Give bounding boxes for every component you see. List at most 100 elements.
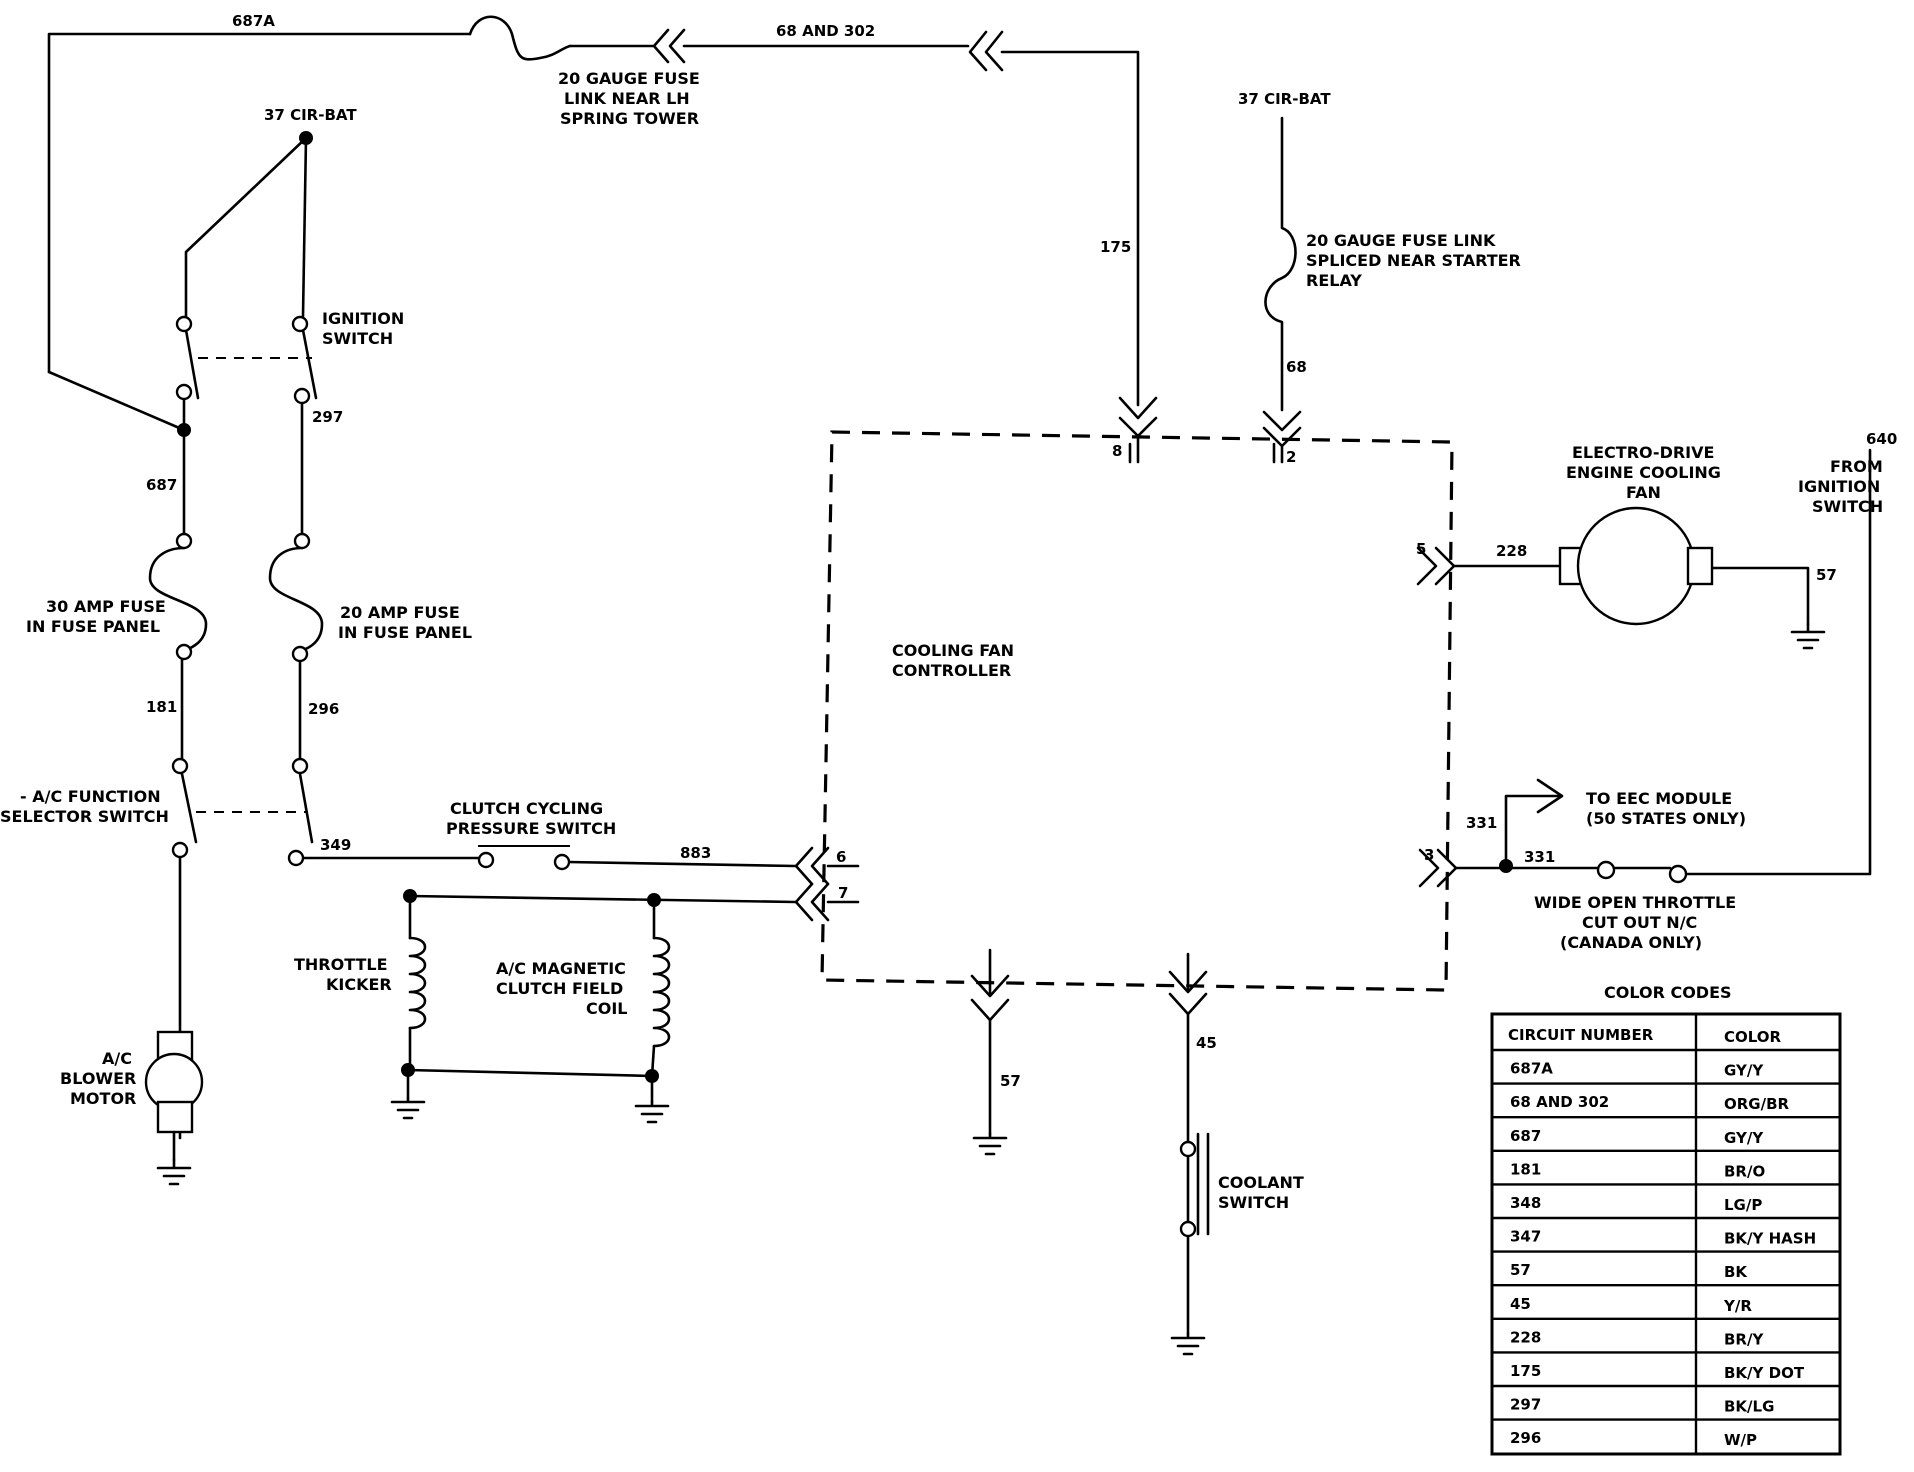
connector-687a bbox=[652, 28, 686, 64]
color-table-circuit-cell: 687A bbox=[1510, 1060, 1553, 1078]
wire-label-45: 45 bbox=[1196, 1034, 1217, 1052]
fuse20-terminal-top bbox=[293, 532, 311, 550]
wire-57-fan bbox=[1706, 566, 1810, 626]
ignition-terminal-3 bbox=[175, 383, 193, 401]
wire-label-640: 640 bbox=[1866, 430, 1897, 448]
eec-label-2: (50 STATES ONLY) bbox=[1586, 809, 1746, 828]
wire-bat-to-sw2 bbox=[301, 136, 308, 318]
ignition-switch-blade-1 bbox=[184, 328, 200, 400]
wire-175 bbox=[1000, 50, 1140, 407]
wire-label-175: 175 bbox=[1100, 238, 1131, 256]
blower-motor-label-1: A/C bbox=[102, 1049, 132, 1068]
fan-motor-cap-right bbox=[1686, 546, 1714, 586]
color-table-circuit-cell: 687 bbox=[1510, 1127, 1541, 1145]
coolant-switch-terminal-2 bbox=[1179, 1220, 1197, 1238]
ac-selector-label-1: - A/C FUNCTION bbox=[20, 787, 161, 806]
fuse-link-starter-label-3: RELAY bbox=[1306, 271, 1362, 290]
fuse20-label-2: IN FUSE PANEL bbox=[338, 623, 472, 642]
ignition-terminal-1 bbox=[175, 315, 193, 333]
ground-symbols bbox=[156, 622, 1826, 1356]
color-table-color-cell: BK/LG bbox=[1724, 1398, 1774, 1416]
controller-label-1: COOLING FAN bbox=[892, 641, 1014, 660]
color-table-color-cell: BK/Y DOT bbox=[1724, 1364, 1805, 1382]
color-table-circuit-cell: 175 bbox=[1510, 1362, 1541, 1380]
color-table-color-cell: ORG/BR bbox=[1724, 1095, 1790, 1113]
fuse30-terminal-top bbox=[175, 532, 193, 550]
selector-terminal-2 bbox=[291, 757, 309, 775]
wire-label-687a: 687A bbox=[232, 12, 275, 30]
wire-label-228: 228 bbox=[1496, 542, 1527, 560]
throttle-kicker-label-1: THROTTLE bbox=[294, 955, 388, 974]
color-table-color-cell: LG/P bbox=[1724, 1196, 1762, 1214]
color-table-circuit-cell: 45 bbox=[1510, 1295, 1531, 1313]
coolant-switch-contacts bbox=[1196, 1132, 1210, 1236]
controller-top-pins bbox=[1128, 442, 1276, 464]
selector-terminal-3 bbox=[171, 841, 189, 859]
ground-icon bbox=[634, 1100, 670, 1124]
pin-label-5: 5 bbox=[1416, 540, 1426, 558]
terminals bbox=[171, 315, 1688, 1238]
wot-label-1: WIDE OPEN THROTTLE bbox=[1534, 893, 1736, 912]
ac-coil-label-1: A/C MAGNETIC bbox=[496, 959, 626, 978]
wire-68-fuse-link bbox=[1264, 116, 1297, 412]
cir-bat-right-label: 37 CIR-BAT bbox=[1238, 90, 1331, 108]
coolant-switch-label-2: SWITCH bbox=[1218, 1193, 1289, 1212]
color-table-circuit-cell: 347 bbox=[1510, 1228, 1541, 1246]
connector-68-302 bbox=[968, 30, 1004, 72]
ignition-terminal-2 bbox=[291, 315, 309, 333]
wire-label-57-fan: 57 bbox=[1816, 566, 1837, 584]
wire-label-181: 181 bbox=[146, 698, 177, 716]
color-table-color-cell: W/P bbox=[1724, 1431, 1757, 1449]
fuse-link-starter-label-1: 20 GAUGE FUSE LINK bbox=[1306, 231, 1496, 250]
wire-label-296: 296 bbox=[308, 700, 339, 718]
pin-label-3: 3 bbox=[1424, 846, 1434, 864]
color-table-circuit-cell: 57 bbox=[1510, 1261, 1531, 1279]
wot-terminal-2 bbox=[1668, 864, 1688, 884]
wire-bat-to-sw1 bbox=[184, 136, 308, 318]
fuse30-label-2: IN FUSE PANEL bbox=[26, 617, 160, 636]
fuse30-terminal-bottom bbox=[175, 643, 193, 661]
color-table-color-cell: BR/Y bbox=[1724, 1330, 1764, 1348]
eec-label-1: TO EEC MODULE bbox=[1586, 789, 1732, 808]
fan-motor-circle bbox=[1576, 506, 1696, 626]
wire-coil-ground-bus bbox=[406, 1068, 654, 1078]
cooling-fan-controller-box bbox=[820, 430, 1454, 992]
blower-motor-symbol bbox=[144, 1030, 204, 1162]
clutch-switch-label-2: PRESSURE SWITCH bbox=[446, 819, 616, 838]
wire-883 bbox=[566, 860, 797, 868]
from-ignition-label-3: SWITCH bbox=[1812, 497, 1883, 516]
color-table-color-cell: GY/Y bbox=[1724, 1062, 1764, 1080]
ground-icon bbox=[1790, 622, 1826, 650]
ignition-terminal-4 bbox=[293, 387, 311, 405]
wire-label-297: 297 bbox=[312, 408, 343, 426]
labels: 687A 68 AND 302 20 GAUGE FUSE LINK NEAR … bbox=[0, 12, 1897, 1212]
fuse-link-ln-label-2: LINK NEAR LH bbox=[564, 89, 690, 108]
color-table-border bbox=[1490, 1012, 1842, 1456]
cir-bat-left-label: 37 CIR-BAT bbox=[264, 106, 357, 124]
color-table-color-cell: BK bbox=[1724, 1263, 1748, 1281]
wire-label-331-a: 331 bbox=[1466, 814, 1497, 832]
fuse-30amp bbox=[148, 546, 208, 652]
fan-label-2: ENGINE COOLING bbox=[1566, 463, 1721, 482]
fan-label-3: FAN bbox=[1626, 483, 1661, 502]
coolant-switch-terminal-1 bbox=[1179, 1140, 1197, 1158]
wire-331-eec bbox=[1504, 794, 1562, 868]
clutch-switch-terminal-2 bbox=[553, 853, 571, 871]
ac-selector-blade-1 bbox=[180, 772, 198, 844]
wire-label-687: 687 bbox=[146, 476, 177, 494]
ignition-switch-label-2: SWITCH bbox=[322, 329, 393, 348]
wire-pin7 bbox=[408, 894, 797, 904]
color-table-circuit-cell: 297 bbox=[1510, 1396, 1541, 1414]
wot-label-2: CUT OUT N/C bbox=[1582, 913, 1697, 932]
ground-icon bbox=[972, 1132, 1008, 1156]
clutch-switch-label-1: CLUTCH CYCLING bbox=[450, 799, 603, 818]
wire-label-349: 349 bbox=[320, 836, 351, 854]
color-table-color-cell: BK/Y HASH bbox=[1724, 1230, 1816, 1248]
wire-687a bbox=[47, 32, 472, 374]
fuse-link-starter-label-2: SPLICED NEAR STARTER bbox=[1306, 251, 1521, 270]
fuse30-label-1: 30 AMP FUSE bbox=[46, 597, 166, 616]
wire-label-331-b: 331 bbox=[1524, 848, 1555, 866]
ac-selector-label-2: SELECTOR SWITCH bbox=[0, 807, 169, 826]
